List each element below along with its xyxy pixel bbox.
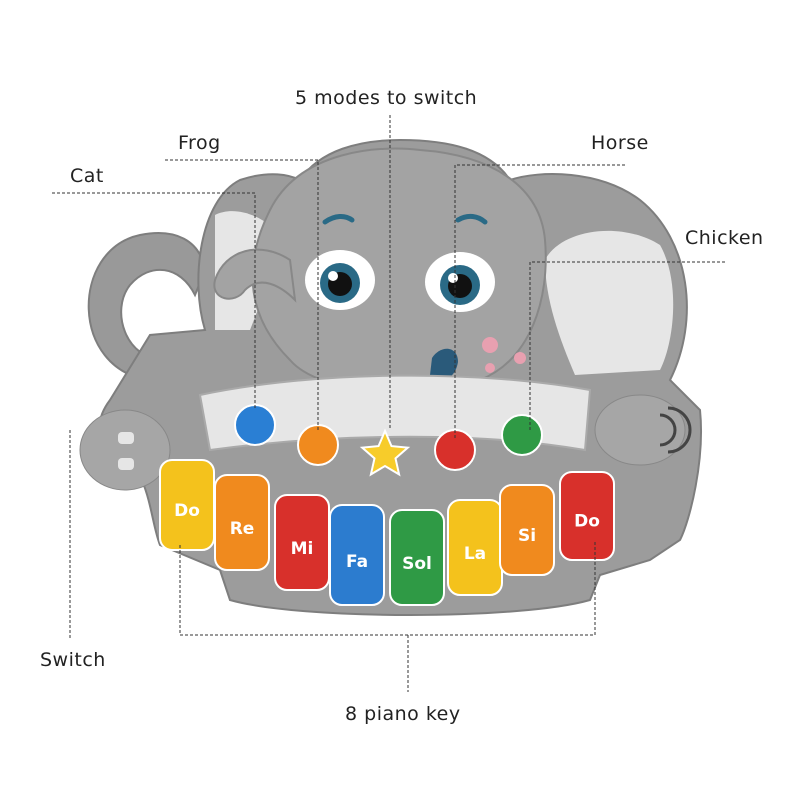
right-ear	[545, 230, 674, 375]
piano-key-do[interactable]: Do	[559, 471, 615, 561]
label-switch: Switch	[40, 649, 106, 671]
leader-lines	[52, 115, 725, 692]
cat-button[interactable]	[234, 404, 276, 446]
piano-key-label: Mi	[291, 539, 314, 559]
modes-button[interactable]	[359, 428, 411, 477]
elephant-head	[251, 147, 547, 393]
frog-button[interactable]	[297, 424, 339, 466]
piano-key-label: Sol	[402, 554, 432, 574]
piano-key-re[interactable]: Re	[214, 474, 270, 571]
trunk	[213, 248, 297, 303]
label-chicken: Chicken	[685, 227, 764, 249]
piano-key-label: Do	[174, 501, 200, 521]
piano-key-do[interactable]: Do	[159, 459, 215, 551]
piano-key-mi[interactable]: Mi	[274, 494, 330, 591]
piano-key-label: La	[464, 544, 486, 564]
label-frog: Frog	[178, 132, 221, 154]
piano-key-label: Re	[230, 519, 255, 539]
label-cat: Cat	[70, 165, 104, 187]
chicken-button[interactable]	[501, 414, 543, 456]
label-piano-keys: 8 piano key	[345, 703, 461, 725]
label-modes: 5 modes to switch	[295, 87, 478, 109]
piano-key-la[interactable]: La	[447, 499, 503, 596]
switch-pad	[79, 409, 171, 491]
piano-key-label: Do	[574, 512, 600, 532]
speaker-pad	[594, 394, 686, 466]
piano-key-label: Fa	[346, 552, 368, 572]
piano-key-label: Si	[518, 526, 536, 546]
piano-key-si[interactable]: Si	[499, 484, 555, 576]
mouth	[430, 348, 458, 381]
piano-key-fa[interactable]: Fa	[329, 504, 385, 606]
piano-key-sol[interactable]: Sol	[389, 509, 445, 606]
switch[interactable]	[118, 432, 134, 444]
label-horse: Horse	[591, 132, 649, 154]
